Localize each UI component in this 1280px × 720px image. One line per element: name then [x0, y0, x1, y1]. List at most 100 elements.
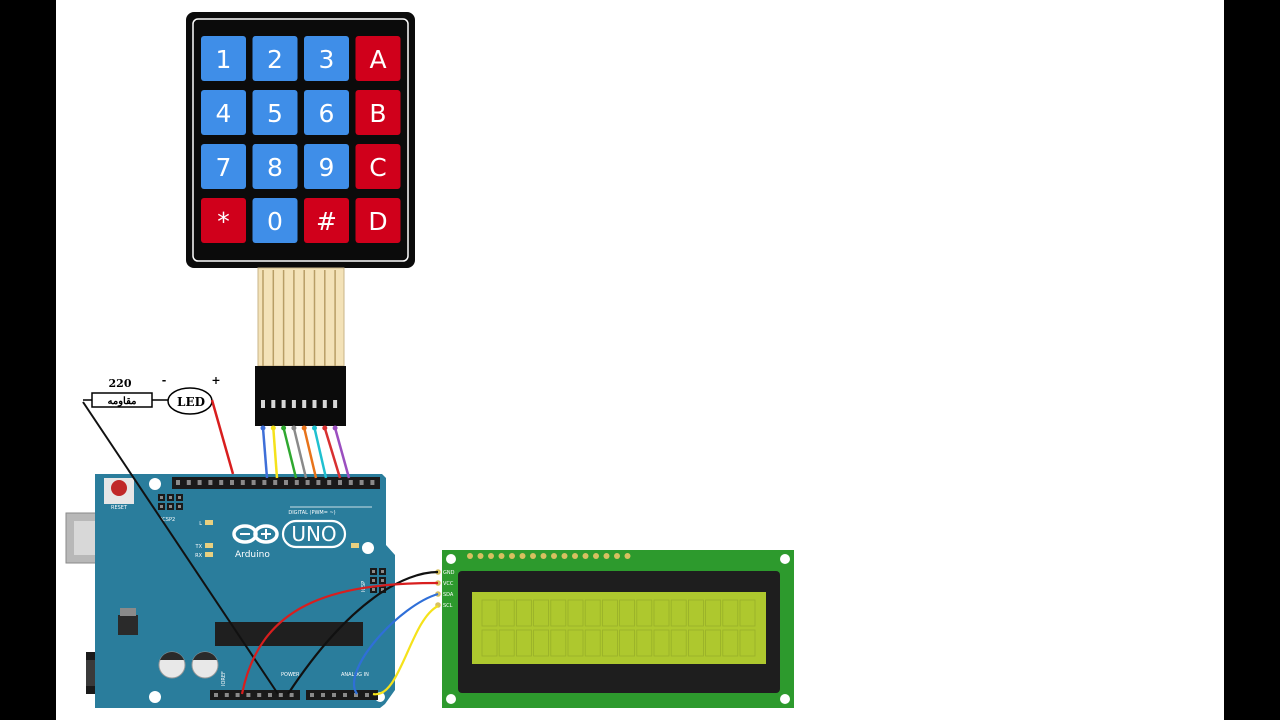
connector-pin	[261, 400, 265, 408]
logo-loop-right	[253, 524, 279, 544]
reset-label: RESET	[111, 505, 128, 511]
keypad-key[interactable]: 5	[252, 90, 298, 135]
lcd-cell	[498, 629, 515, 657]
keypad-key[interactable]: A	[355, 36, 401, 81]
keypad-key-label: 4	[216, 99, 232, 128]
keypad-key[interactable]: 8	[252, 144, 298, 189]
voltage-regulator	[118, 615, 138, 635]
capacitor-mark	[193, 652, 217, 660]
header-pin	[176, 480, 180, 485]
header-pin	[338, 480, 342, 485]
icsp-pin-core	[381, 588, 384, 591]
keypad-key-face	[304, 198, 349, 243]
lcd-hole	[780, 694, 790, 704]
header-pin	[257, 693, 262, 697]
keypad-key[interactable]: *	[201, 198, 246, 243]
header-pin	[348, 480, 353, 485]
header-pin	[370, 480, 375, 485]
brand-label: Arduino	[235, 550, 270, 560]
capacitor-mark	[160, 652, 184, 660]
keypad-key[interactable]: B	[355, 90, 401, 135]
keypad-key[interactable]: 7	[201, 144, 246, 189]
lcd-cell	[636, 599, 653, 627]
reset-button-cap	[111, 480, 127, 496]
icsp-header	[370, 568, 386, 593]
lcd-cell	[550, 599, 567, 627]
keypad-key[interactable]: D	[355, 198, 401, 243]
lcd-top-pin	[467, 553, 473, 559]
keypad-wire	[333, 427, 351, 479]
keypad-key[interactable]: 2	[252, 36, 298, 81]
keypad-key-label: 5	[267, 99, 283, 128]
keypad-border	[192, 18, 409, 262]
keypad-key-label: D	[368, 207, 387, 236]
keypad-key-face	[201, 144, 246, 189]
icsp2-pin-core	[160, 496, 163, 499]
header-pin	[251, 480, 256, 485]
led-l-label: L	[199, 521, 202, 527]
lcd-cell	[722, 599, 739, 627]
icsp-label: ICSP	[361, 581, 367, 592]
lcd-top-pin	[582, 553, 589, 559]
header-pin	[273, 480, 278, 485]
resistor-value: 220	[109, 377, 132, 390]
led-on	[351, 543, 359, 548]
keypad-key-label: 2	[267, 45, 283, 74]
keypad-key-label: 3	[319, 45, 335, 74]
led-label: LED	[177, 395, 205, 409]
mounting-hole	[149, 478, 161, 490]
keypad-key-face	[355, 144, 401, 189]
lcd-top-pin	[551, 553, 557, 559]
lcd-top-pins	[467, 553, 631, 559]
keypad-key[interactable]: 9	[304, 144, 349, 189]
keypad-key-label: 6	[319, 99, 335, 128]
led-tx-label: TX	[195, 544, 203, 550]
keypad-key[interactable]: 3	[304, 36, 349, 81]
lcd-top-pin	[624, 553, 631, 559]
lcd-top-pin	[488, 553, 494, 559]
lcd-top-pin	[572, 553, 578, 559]
lcd-cell	[619, 599, 635, 627]
header-pin	[343, 693, 347, 697]
keypad-key-face	[252, 198, 298, 243]
header-pin	[262, 480, 267, 485]
lcd-cell	[653, 629, 670, 657]
icsp2-label: ICSP2	[161, 517, 175, 523]
header-pin	[235, 693, 240, 697]
header-pin	[289, 693, 294, 697]
keypad-ribbon	[257, 267, 345, 367]
connector-pins	[261, 400, 338, 408]
connector-pin	[291, 400, 296, 408]
arduino-logo: UNO Arduino	[232, 519, 347, 560]
keypad-key[interactable]: #	[304, 198, 349, 243]
digital-label: DIGITAL (PWM= ~)	[288, 510, 335, 516]
keypad-key[interactable]: C	[355, 144, 401, 189]
header-pin	[305, 480, 310, 485]
keypad-key-label: B	[369, 99, 386, 128]
keypad-key[interactable]: 6	[304, 90, 349, 135]
lcd-cell	[584, 599, 601, 627]
header-pin	[310, 693, 314, 697]
lcd-cell	[670, 599, 687, 627]
keypad-key[interactable]: 0	[252, 198, 298, 243]
keypad-key-face	[355, 36, 401, 81]
keypad-key[interactable]: 4	[201, 90, 246, 135]
regulator-tab	[120, 608, 136, 616]
bottom-header-pins	[214, 693, 369, 697]
lcd-cell	[636, 629, 653, 657]
header-pin	[284, 480, 288, 485]
lcd-cell	[567, 629, 584, 657]
lcd-cell	[533, 629, 549, 657]
lcd-cell	[688, 629, 704, 657]
uno-badge	[281, 519, 347, 549]
keypad-key[interactable]: 1	[201, 36, 246, 81]
power-label: POWER	[281, 672, 300, 678]
lcd-cell	[705, 599, 721, 627]
header-pin	[365, 693, 369, 697]
connector-pin	[312, 400, 317, 408]
keypad-key-label: #	[316, 207, 337, 236]
resistor-label: مقاومه	[107, 396, 136, 407]
keypad-key-label: *	[217, 207, 230, 236]
circuit-wires	[82, 399, 439, 696]
header-pin	[332, 693, 336, 697]
